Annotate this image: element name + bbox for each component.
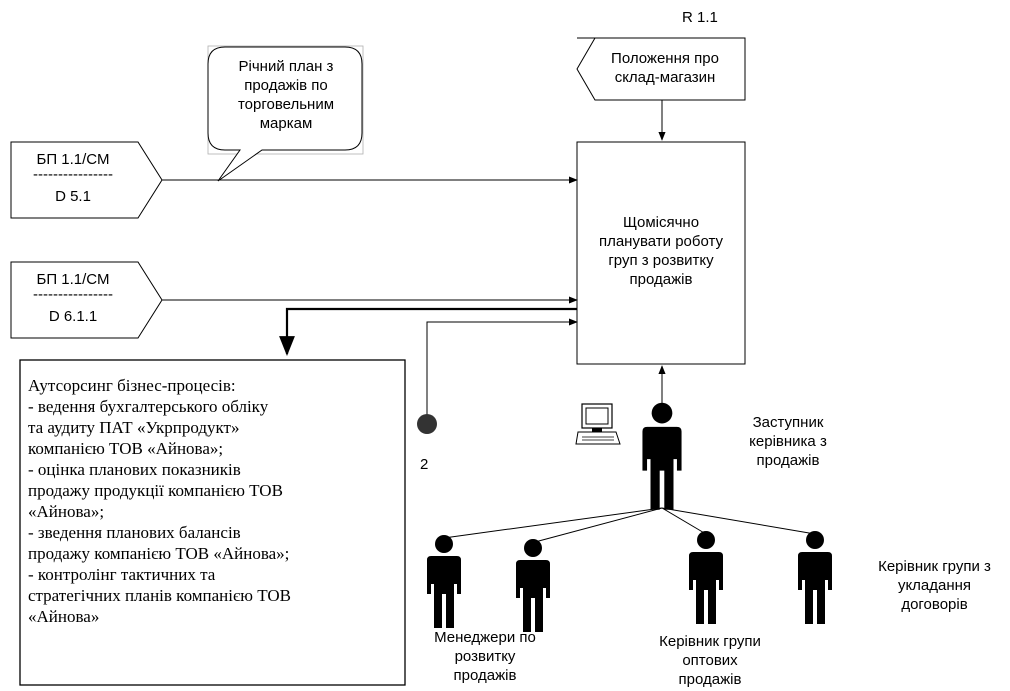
- process-line-3: груп з розвитку: [608, 252, 714, 269]
- outsourcing-item-1-line-3: компанією ТОВ «Айнова»;: [28, 439, 224, 458]
- outsourcing-item-2-line-1: - оцінка планових показників: [28, 460, 241, 479]
- input-2-top: БП 1.1/СМ: [36, 271, 110, 288]
- role-deputy-line-1: Заступник: [752, 414, 824, 431]
- connector-2-label: 2: [420, 456, 429, 473]
- deputy-figure: [642, 402, 682, 510]
- regulation-line-2: склад-магазин: [614, 69, 716, 86]
- outsourcing-box: [19, 359, 406, 686]
- role-wholesale-lead: Керівник групи оптових продажів: [645, 632, 775, 689]
- input-2-divider: ----------------: [33, 286, 113, 303]
- org-lines: [443, 507, 816, 543]
- role-wholesale-line-2: оптових: [682, 652, 738, 669]
- manager-figure-1: [427, 535, 461, 628]
- input-1: БП 1.1/СМ ---------------- D 5.1: [13, 150, 133, 206]
- outsourcing-content: Аутсорсинг бізнес-процесів: - ведення бу…: [28, 375, 402, 627]
- process-label: Щомісячно планувати роботу груп з розвит…: [578, 213, 744, 289]
- connector-2-dot: [417, 414, 437, 434]
- outsourcing-title: Аутсорсинг бізнес-процесів:: [28, 376, 236, 395]
- outsourcing-item-3-line-2: продажу компанією ТОВ «Айнова»;: [28, 544, 290, 563]
- connector-2-line: [426, 318, 578, 416]
- process-line-2: планувати роботу: [598, 233, 724, 250]
- role-contracts-line-2: укладання: [897, 577, 972, 594]
- outsourcing-item-3-line-1: - зведення планових балансів: [28, 523, 241, 542]
- outsourcing-item-4-line-3: «Айнова»: [28, 607, 100, 626]
- annual-plan-callout-shape: [207, 46, 363, 182]
- wholesale-lead-figure: [689, 531, 723, 624]
- reference-code: R 1.1: [682, 9, 718, 26]
- regulation-document-shape: [576, 37, 746, 101]
- outsourcing-item-4-line-1: - контролінг тактичних та: [28, 565, 216, 584]
- role-managers-line-1: Менеджери по: [434, 629, 536, 646]
- computer-icon: [575, 403, 621, 445]
- input-2-shape: [10, 261, 163, 339]
- role-wholesale-line-1: Керівник групи: [659, 633, 761, 650]
- role-deputy-line-3: продажів: [756, 452, 820, 469]
- role-deputy-line-2: керівника з: [749, 433, 827, 450]
- role-contracts-lead: Керівник групи з укладання договорів: [862, 557, 1007, 614]
- manager-figure-2: [516, 539, 550, 632]
- role-wholesale-line-3: продажів: [678, 671, 742, 688]
- input-1-top: БП 1.1/СМ: [36, 151, 110, 168]
- outsourcing-item-4-line-2: стратегічних планів компанією ТОВ: [28, 586, 291, 605]
- outsourcing-item-2-line-2: продажу продукції компанією ТОВ: [28, 481, 283, 500]
- process-line-1: Щомісячно: [622, 214, 700, 231]
- callout-line-4: маркам: [259, 115, 313, 132]
- regulation-line-1: Положення про: [611, 50, 719, 67]
- contracts-lead-figure: [798, 531, 832, 624]
- process-box: [576, 141, 746, 365]
- callout-line-1: Річний план з: [238, 58, 334, 75]
- outsourcing-link: [279, 307, 577, 356]
- role-contracts-line-3: договорів: [901, 596, 968, 613]
- input-2: БП 1.1/СМ ---------------- D 6.1.1: [13, 270, 133, 326]
- role-managers-line-2: розвитку: [454, 648, 516, 665]
- annual-plan-callout: Річний план з продажів по торговельним м…: [210, 57, 362, 133]
- role-managers-line-3: продажів: [453, 667, 517, 684]
- role-deputy: Заступник керівника з продажів: [728, 413, 848, 470]
- role-contracts-line-1: Керівник групи з: [878, 558, 991, 575]
- regulation-document: Положення про склад-магазин: [590, 49, 740, 87]
- outsourcing-item-1-line-1: - ведення бухгалтерського обліку: [28, 397, 269, 416]
- process-line-4: продажів: [629, 271, 693, 288]
- callout-line-2: продажів по: [244, 77, 328, 94]
- outsourcing-item-1-line-2: та аудиту ПАТ «Укрпродукт»: [28, 418, 240, 437]
- input-1-shape: [10, 141, 163, 219]
- role-managers: Менеджери по розвитку продажів: [420, 628, 550, 685]
- input-1-divider: ----------------: [33, 166, 113, 183]
- outsourcing-item-2-line-3: «Айнова»;: [28, 502, 105, 521]
- input-2-bottom: D 6.1.1: [48, 308, 98, 325]
- callout-line-3: торговельним: [237, 96, 335, 113]
- input-1-bottom: D 5.1: [55, 188, 91, 205]
